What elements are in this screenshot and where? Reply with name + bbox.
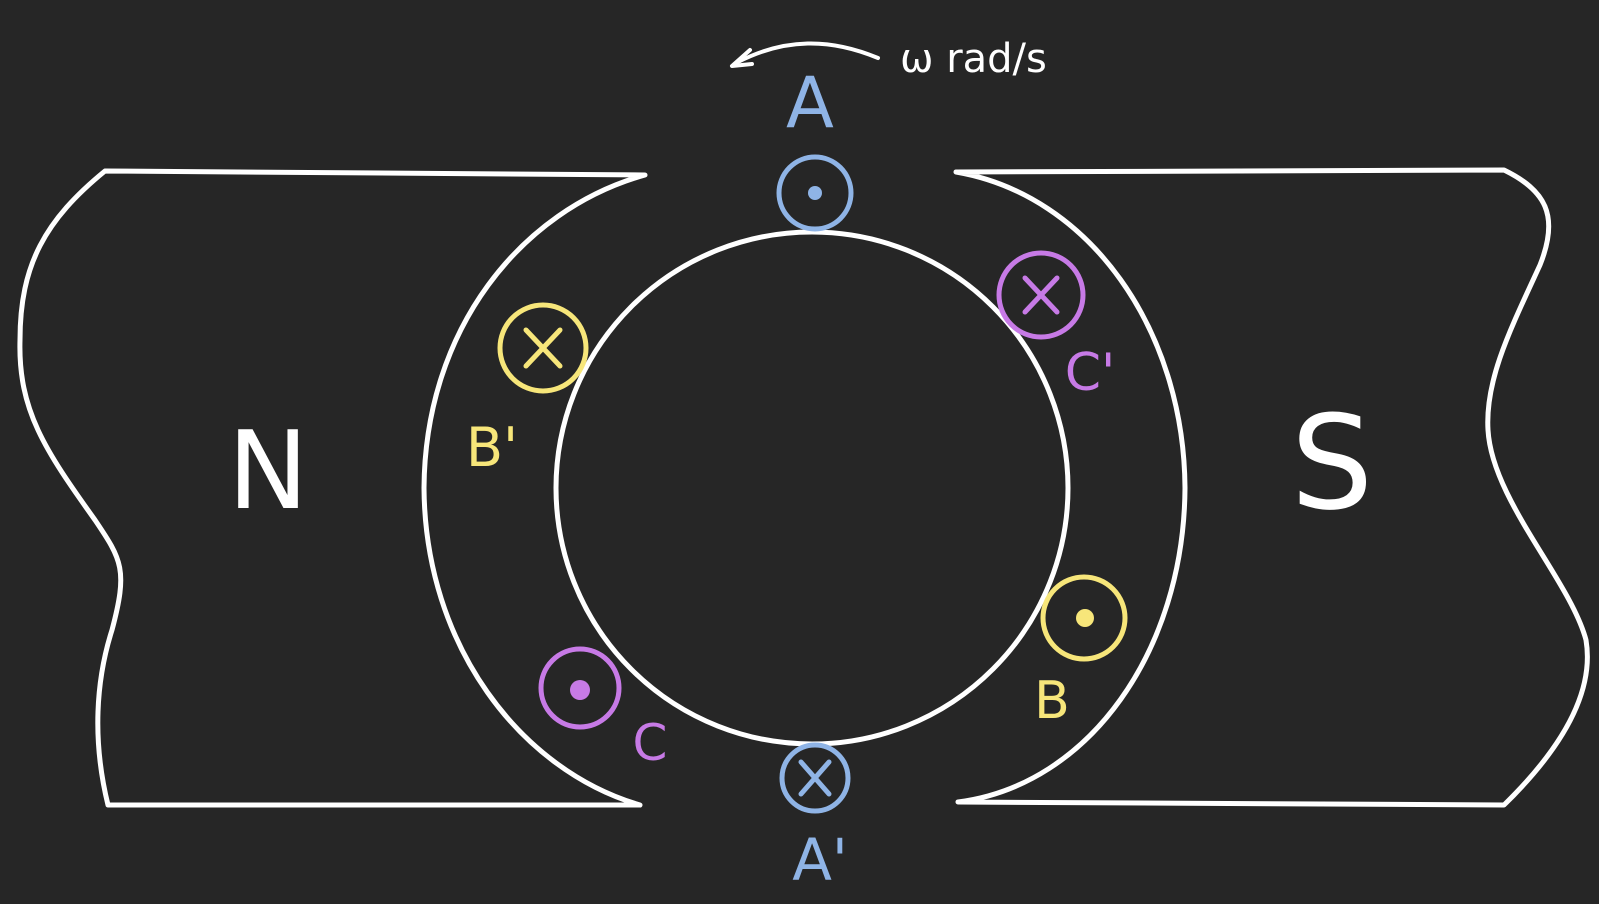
- conductor-c: [538, 646, 622, 730]
- rotor: [553, 229, 1071, 747]
- south-pole-label: S: [1291, 387, 1374, 539]
- conductor-b-prime-ring: [497, 302, 589, 394]
- conductor-c-prime-ring: [996, 250, 1086, 340]
- conductor-a-prime-ring: [779, 742, 851, 814]
- arrow-head-icon: [730, 48, 754, 68]
- conductor-b-ring: [1040, 574, 1128, 662]
- conductor-a-prime-label: A': [792, 826, 848, 894]
- conductor-a-label: A: [786, 62, 834, 144]
- conductor-c-ring: [538, 646, 622, 730]
- conductor-a: [776, 154, 854, 232]
- cross-icon: [798, 759, 832, 797]
- conductor-c-prime-label: C': [1065, 343, 1116, 403]
- conductor-c-label: C: [633, 714, 668, 772]
- rotation-speed-label: ω rad/s: [900, 36, 1047, 82]
- north-pole-label: N: [228, 409, 309, 534]
- conductor-b: [1040, 574, 1128, 662]
- conductor-a-prime: [779, 742, 851, 814]
- conductor-c-prime: [996, 250, 1086, 340]
- south-pole-piece: [953, 167, 1590, 808]
- dot-icon: [1076, 609, 1094, 627]
- dot-icon: [808, 186, 822, 200]
- conductor-a-ring: [776, 154, 854, 232]
- conductor-b-prime: [497, 302, 589, 394]
- conductor-b-prime-label: B': [466, 416, 518, 479]
- cross-icon: [1022, 275, 1060, 315]
- north-pole-piece: [17, 168, 648, 808]
- curved-arrow-icon: [736, 41, 880, 64]
- dot-icon: [570, 680, 590, 700]
- cross-icon: [523, 327, 563, 369]
- conductor-b-label: B: [1034, 671, 1070, 731]
